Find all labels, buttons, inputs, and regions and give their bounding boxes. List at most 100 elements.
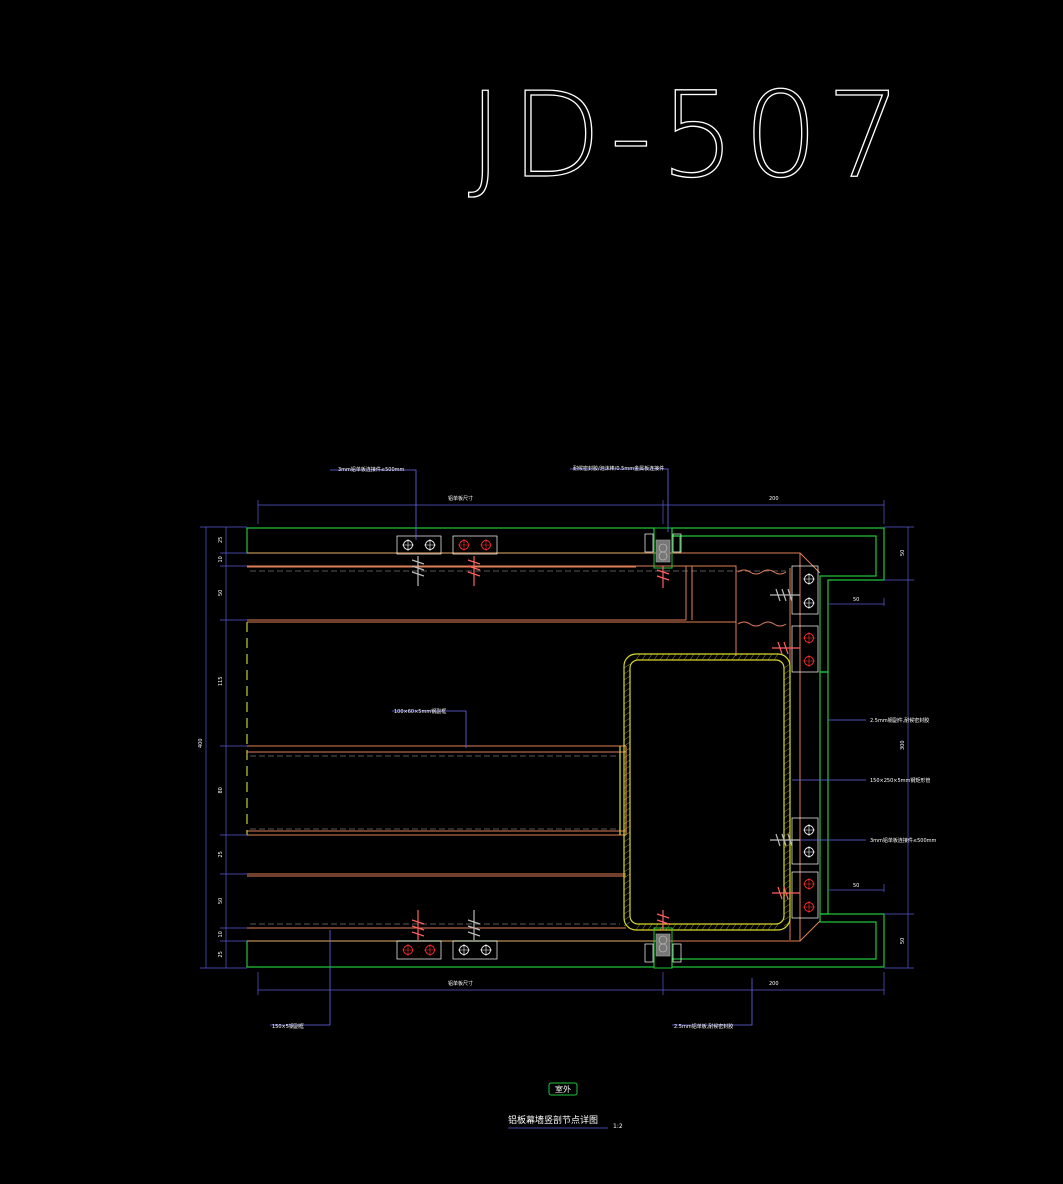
anno-top-right: 耐候密封胶/泡沫棒/0.5mm金属板连接件 <box>573 465 664 472</box>
hatch-line <box>783 915 791 921</box>
hatch-line <box>783 759 791 765</box>
fastener-cross <box>803 655 815 667</box>
hatch-line <box>623 825 631 831</box>
hatch-line <box>731 923 737 931</box>
hatch-line <box>783 813 791 819</box>
hatch-line <box>755 653 761 661</box>
hatch-line <box>783 903 791 909</box>
hatch-line <box>731 653 737 661</box>
leader-lines <box>270 468 866 1026</box>
hatch-line <box>659 653 665 661</box>
hatch-line <box>783 771 791 777</box>
hatch-line <box>623 885 631 891</box>
hatch-line <box>623 813 631 819</box>
hatch-line <box>623 783 631 789</box>
hatch-line <box>783 675 791 681</box>
hatch-line <box>755 923 761 931</box>
hatch-line <box>743 653 749 661</box>
dimension-lines <box>200 500 914 995</box>
hatch-line <box>623 819 631 825</box>
hatch-line <box>783 747 791 753</box>
sealant-wave <box>737 621 787 627</box>
hatch-line <box>783 729 791 735</box>
screws-horizontal <box>770 588 800 900</box>
hatch-line <box>653 923 659 931</box>
dim-right-mid: 300 <box>900 740 906 750</box>
hatch-line <box>783 849 791 855</box>
hatch-line <box>623 849 631 855</box>
top-subframe-outer <box>247 552 821 574</box>
fasteners <box>402 539 815 956</box>
dim-left-segment: 115 <box>218 676 224 686</box>
exterior-label: 室外 <box>555 1084 571 1094</box>
bottom-joint <box>644 927 682 969</box>
hatch-line <box>689 653 695 661</box>
subframe-hidden-lines <box>250 570 786 925</box>
dim-left-segment: 25 <box>218 851 224 857</box>
hatch-line <box>743 923 749 931</box>
hatch-line <box>623 699 631 705</box>
hatch-line <box>719 923 725 931</box>
bottom-subframe <box>247 873 626 929</box>
hatch-line <box>783 699 791 705</box>
hatch-line <box>749 653 755 661</box>
hatch-line <box>783 795 791 801</box>
hatch-line <box>695 923 701 931</box>
hatch-line <box>623 663 631 669</box>
hatch-line <box>689 923 695 931</box>
hatch-line <box>623 807 631 813</box>
hatch-line <box>623 771 631 777</box>
mid-subframe <box>247 745 626 836</box>
anno-bottom-left: 150×5钢副框 <box>272 1023 304 1030</box>
dim-right-top: 50 <box>900 550 906 556</box>
hatch-line <box>725 923 731 931</box>
fastener-cross <box>803 878 815 890</box>
hatch-line <box>713 923 719 931</box>
hatch-line <box>623 705 631 711</box>
steel-rect-tube <box>619 653 791 931</box>
anno-right-1: 2.5mm钢副件,耐候密封胶 <box>870 717 929 724</box>
hatch-line <box>783 861 791 867</box>
hatch-line <box>719 653 725 661</box>
dim-left-segment: 80 <box>218 787 224 793</box>
hatch-line <box>773 923 779 931</box>
hatch-line <box>623 843 631 849</box>
hatch-line <box>623 741 631 747</box>
hatch-line <box>623 777 631 783</box>
hatch-line <box>783 801 791 807</box>
dim-top-right: 200 <box>769 496 779 502</box>
anno-top-left: 3mm铝单板连接件≤500mm <box>338 466 405 473</box>
fastener-cross <box>803 901 815 913</box>
dim-right-bottom: 50 <box>900 938 906 944</box>
hatch-line <box>783 687 791 693</box>
hatch-line <box>623 795 631 801</box>
hatch-line <box>783 843 791 849</box>
hatch-line <box>671 923 677 931</box>
hatch-line <box>623 723 631 729</box>
hatch-line <box>635 653 641 661</box>
hatch-line <box>623 789 631 795</box>
anno-right-3: 3mm铝单板连接件≤500mm <box>870 837 937 844</box>
dim-left-segment: 25 <box>218 537 224 543</box>
hatch-line <box>623 873 631 879</box>
fastener-cross <box>803 632 815 644</box>
hatch-line <box>623 909 631 915</box>
hatch-line <box>783 717 791 723</box>
hatch-line <box>783 723 791 729</box>
fastener-cross <box>402 539 414 551</box>
hatch-line <box>635 923 641 931</box>
hatch-line <box>665 653 671 661</box>
caption-title: 铝板幕墙竖剖节点详图 <box>508 1114 598 1126</box>
dim-left-segment: 10 <box>218 931 224 937</box>
hatch-line <box>783 873 791 879</box>
hatch-line <box>701 653 707 661</box>
hatch-line <box>623 753 631 759</box>
hatch-line <box>783 855 791 861</box>
hatch-line <box>761 653 767 661</box>
drawing-title: JD-507 <box>468 66 909 204</box>
hatch-line <box>707 653 713 661</box>
hatch-line <box>783 753 791 759</box>
bottom-panel <box>246 940 655 968</box>
hatch-line <box>623 693 631 699</box>
